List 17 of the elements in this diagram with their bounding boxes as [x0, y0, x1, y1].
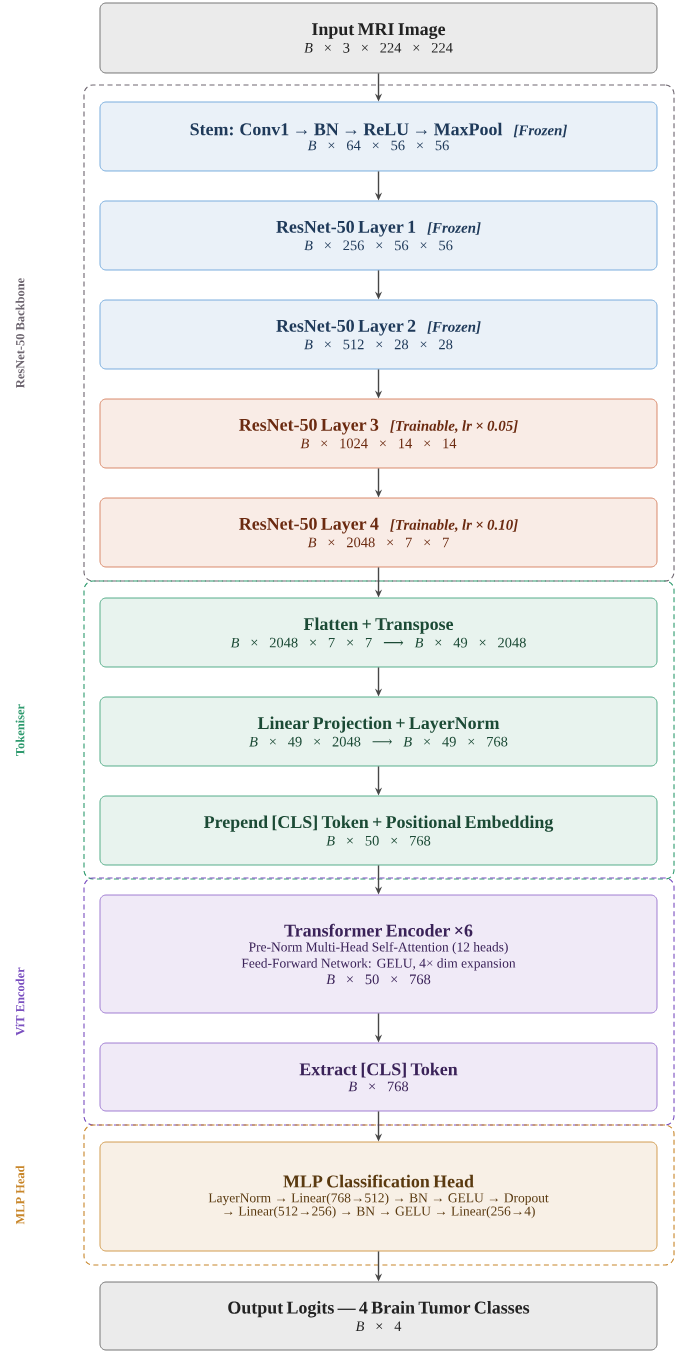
- group-label: MLP Head: [15, 1165, 25, 1225]
- process-box: Prepend [CLS] Token + Positional Embedding B × 50 × 768: [99, 795, 658, 866]
- process-box: Transformer Encoder ×6 Pre-Norm Multi-Head Self-Attention (12 heads) Feed-Forward Network: GELU, 4× dim expansion B × 50 × 768: [99, 894, 658, 1014]
- process-box: Output Logits — 4 Brain Tumor Classes B × 4: [99, 1281, 658, 1351]
- process-box: ResNet-50 Layer 2 [Frozen] B × 512 × 28 × 28: [99, 299, 658, 370]
- group-label: ViT Encoder: [15, 967, 25, 1036]
- group-label: Tokeniser: [15, 704, 25, 756]
- process-box: Input MRI Image B × 3 × 224 × 224: [99, 2, 658, 74]
- process-box: Linear Projection + LayerNorm B × 49 × 2048 ⟶ B × 49 × 768: [99, 696, 658, 767]
- process-box: ResNet-50 Layer 3 [Trainable, lr × 0.05] B × 1024 × 14 × 14: [99, 398, 658, 469]
- process-box: Flatten + Transpose B × 2048 × 7 × 7 ⟶ B × 49 × 2048: [99, 597, 658, 668]
- process-box: MLP Classification Head LayerNorm → Linear(768→512) → BN → GELU → Dropout → Linear(512→256) → BN → GELU → Linear(256→4): [99, 1141, 658, 1252]
- process-box: ResNet-50 Layer 1 [Frozen] B × 256 × 56 × 56: [99, 200, 658, 271]
- group-label: ResNet-50 Backbone: [15, 278, 25, 388]
- process-box: Stem: Conv1 → BN → ReLU → MaxPool [Frozen] B × 64 × 56 × 56: [99, 101, 658, 172]
- process-box: ResNet-50 Layer 4 [Trainable, lr × 0.10] B × 2048 × 7 × 7: [99, 497, 658, 568]
- process-box: Extract [CLS] Token B × 768: [99, 1042, 658, 1112]
